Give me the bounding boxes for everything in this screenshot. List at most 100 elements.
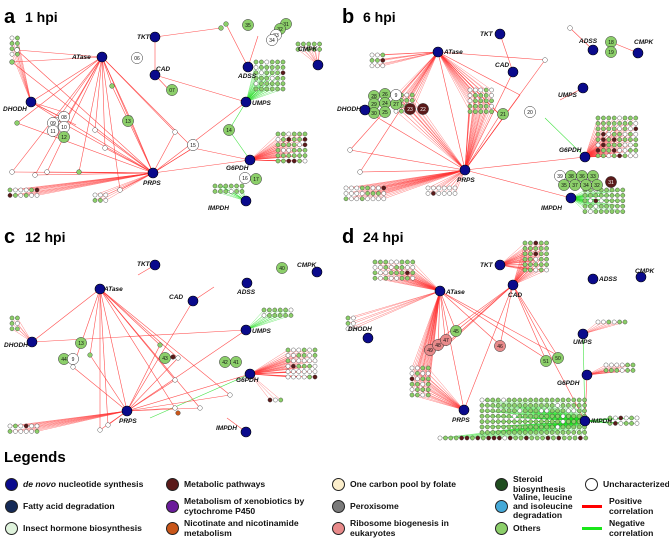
gene-node — [609, 198, 615, 204]
gene-node — [566, 413, 571, 419]
edge — [504, 420, 586, 439]
gene-node — [533, 240, 539, 246]
numbered-gene-label: 10 — [61, 125, 67, 131]
gene-node — [291, 153, 297, 158]
numbered-gene-node — [390, 89, 402, 101]
gene-node — [103, 198, 109, 203]
gene-node — [415, 381, 420, 387]
gene-node — [297, 153, 302, 158]
gene-node — [528, 246, 533, 251]
gene-node — [566, 430, 571, 435]
gene-node — [431, 185, 436, 191]
edge — [510, 420, 586, 439]
gene-node — [566, 424, 571, 430]
edge — [429, 290, 441, 347]
gene-node — [549, 419, 555, 424]
gene-node — [595, 319, 601, 325]
gene-node — [582, 198, 588, 204]
gene-node — [475, 435, 481, 441]
core-enzyme-label: TKT — [137, 34, 151, 41]
gene-node — [533, 413, 539, 419]
edge — [249, 355, 294, 375]
gene-node — [218, 183, 223, 189]
numbered-gene-label: 08 — [61, 115, 67, 121]
gene-node — [404, 98, 410, 103]
gene-node — [13, 193, 18, 198]
core-enzyme-label: ATase — [445, 289, 465, 296]
gene-node — [572, 435, 578, 441]
gene-node — [223, 189, 229, 194]
gene-node — [452, 191, 458, 196]
gene-node — [595, 121, 601, 126]
edge — [249, 139, 279, 161]
numbered-gene-label: 22 — [420, 107, 426, 113]
legend-title: Legends — [4, 449, 66, 466]
edge — [372, 169, 466, 199]
core-enzyme-label: IMPDH — [591, 418, 612, 425]
gene-node — [467, 109, 473, 114]
gene-node — [275, 70, 280, 76]
gene-node — [285, 347, 291, 353]
core-enzyme-label: DHODH — [3, 106, 27, 113]
gene-node — [301, 353, 307, 358]
gene-node — [622, 148, 628, 153]
gene-node — [369, 58, 375, 63]
gene-node — [375, 63, 380, 69]
gene-node — [634, 421, 640, 426]
gene-node — [9, 35, 15, 41]
core-enzyme-label: DHODH — [4, 342, 28, 349]
gene-node — [533, 251, 539, 257]
edge — [36, 410, 128, 432]
edge — [411, 389, 465, 411]
edge — [380, 278, 441, 292]
legend-item: Steroid biosynthesis — [492, 474, 582, 495]
gene-node — [301, 41, 306, 47]
numbered-gene-label: 13 — [78, 341, 84, 347]
gene-node — [259, 70, 264, 76]
core-enzyme-node — [459, 164, 471, 176]
gene-node — [436, 191, 442, 196]
gene-node — [625, 362, 630, 368]
gene-node — [409, 387, 415, 392]
numbered-gene-node — [67, 353, 79, 365]
edge — [464, 117, 504, 171]
gene-node — [604, 209, 609, 214]
gene-node — [307, 353, 312, 358]
gene-node — [538, 262, 544, 267]
edge — [395, 51, 439, 96]
gene-node — [618, 421, 624, 426]
core-enzyme-label: CAD — [495, 62, 509, 69]
legend-circle-swatch — [585, 478, 598, 491]
gene-node — [409, 371, 415, 376]
gene-node — [545, 435, 551, 441]
core-enzyme-node — [244, 368, 256, 380]
gene-node — [623, 421, 629, 426]
edge — [89, 354, 128, 412]
core-enzyme-label: G6PDH — [559, 147, 582, 154]
edge — [406, 51, 439, 106]
legend-item: Metabolism of xenobiotics by cytochrome … — [163, 496, 329, 517]
gene-node — [473, 109, 478, 114]
legend-label: Metabolic pathways — [184, 478, 266, 489]
gene-node — [302, 137, 308, 142]
edge — [437, 51, 471, 101]
gene-node — [306, 47, 312, 52]
edge — [249, 355, 299, 375]
edge — [371, 51, 439, 66]
core-enzyme-label: CAD — [169, 294, 183, 301]
edge — [101, 56, 154, 174]
gene-node — [606, 148, 612, 153]
gene-node — [425, 365, 431, 371]
edge — [437, 51, 546, 61]
gene-node — [538, 256, 544, 262]
edge — [11, 171, 154, 174]
edge — [411, 290, 441, 369]
numbered-gene-label: 25 — [382, 110, 388, 116]
core-enzyme-node — [632, 47, 644, 59]
gene-node — [473, 103, 478, 109]
gene-node — [501, 408, 506, 414]
legend-circle-swatch — [332, 500, 345, 513]
core-enzyme-label: UMPS — [252, 328, 271, 335]
edge — [228, 129, 251, 161]
gene-node — [628, 142, 633, 148]
